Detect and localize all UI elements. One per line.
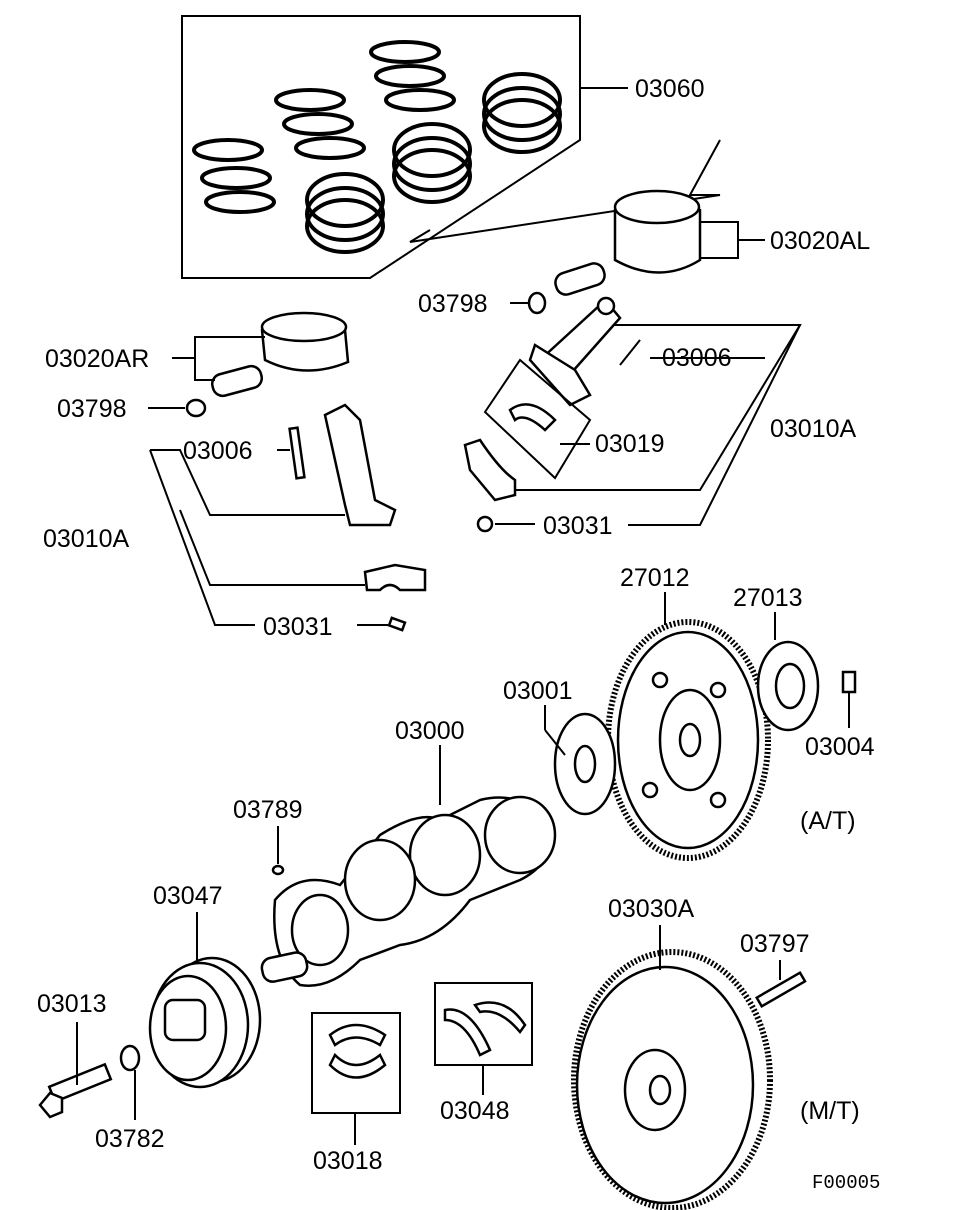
label-03031-right: 03031 — [543, 512, 613, 540]
label-03010A-left: 03010A — [43, 525, 130, 553]
label-03031-left: 03031 — [263, 613, 333, 641]
label-27012: 27012 — [620, 564, 690, 592]
label-03019: 03019 — [595, 430, 665, 458]
flywheel — [571, 925, 807, 1210]
main-bearing — [311, 1012, 401, 1145]
piston-ring-set — [181, 15, 628, 279]
label-03789: 03789 — [233, 796, 303, 824]
label-at-note: (A/T) — [800, 807, 856, 835]
drive-plate — [544, 592, 857, 861]
crankshaft — [260, 745, 557, 987]
label-03004: 03004 — [805, 733, 875, 761]
thrust-bearing — [434, 982, 533, 1095]
label-03797: 03797 — [740, 930, 810, 958]
label-27013: 27013 — [733, 584, 803, 612]
label-03030A: 03030A — [608, 895, 695, 923]
label-03013: 03013 — [37, 990, 107, 1018]
label-03020AR: 03020AR — [45, 345, 149, 373]
label-03798-upper: 03798 — [418, 290, 488, 318]
label-03798-left: 03798 — [57, 395, 127, 423]
label-03010A-right: 03010A — [770, 415, 857, 443]
label-03048: 03048 — [440, 1097, 510, 1125]
piston-right-bank — [148, 311, 350, 418]
label-03001: 03001 — [503, 677, 573, 705]
label-03000: 03000 — [395, 717, 465, 745]
figure-code: F00005 — [812, 1172, 880, 1194]
label-mt-note: (M/T) — [800, 1097, 860, 1125]
label-03006-right: 03006 — [662, 344, 732, 372]
label-03020AL: 03020AL — [770, 227, 870, 255]
piston-left-bank — [409, 139, 765, 315]
label-03047: 03047 — [153, 882, 223, 910]
label-03060: 03060 — [635, 75, 705, 103]
label-03782: 03782 — [95, 1125, 165, 1153]
damper-pulley — [38, 912, 262, 1120]
label-03018: 03018 — [313, 1147, 383, 1175]
conrod-assy-right — [463, 296, 802, 533]
conrod-assy-left — [149, 403, 427, 632]
label-03006-left: 03006 — [183, 437, 253, 465]
